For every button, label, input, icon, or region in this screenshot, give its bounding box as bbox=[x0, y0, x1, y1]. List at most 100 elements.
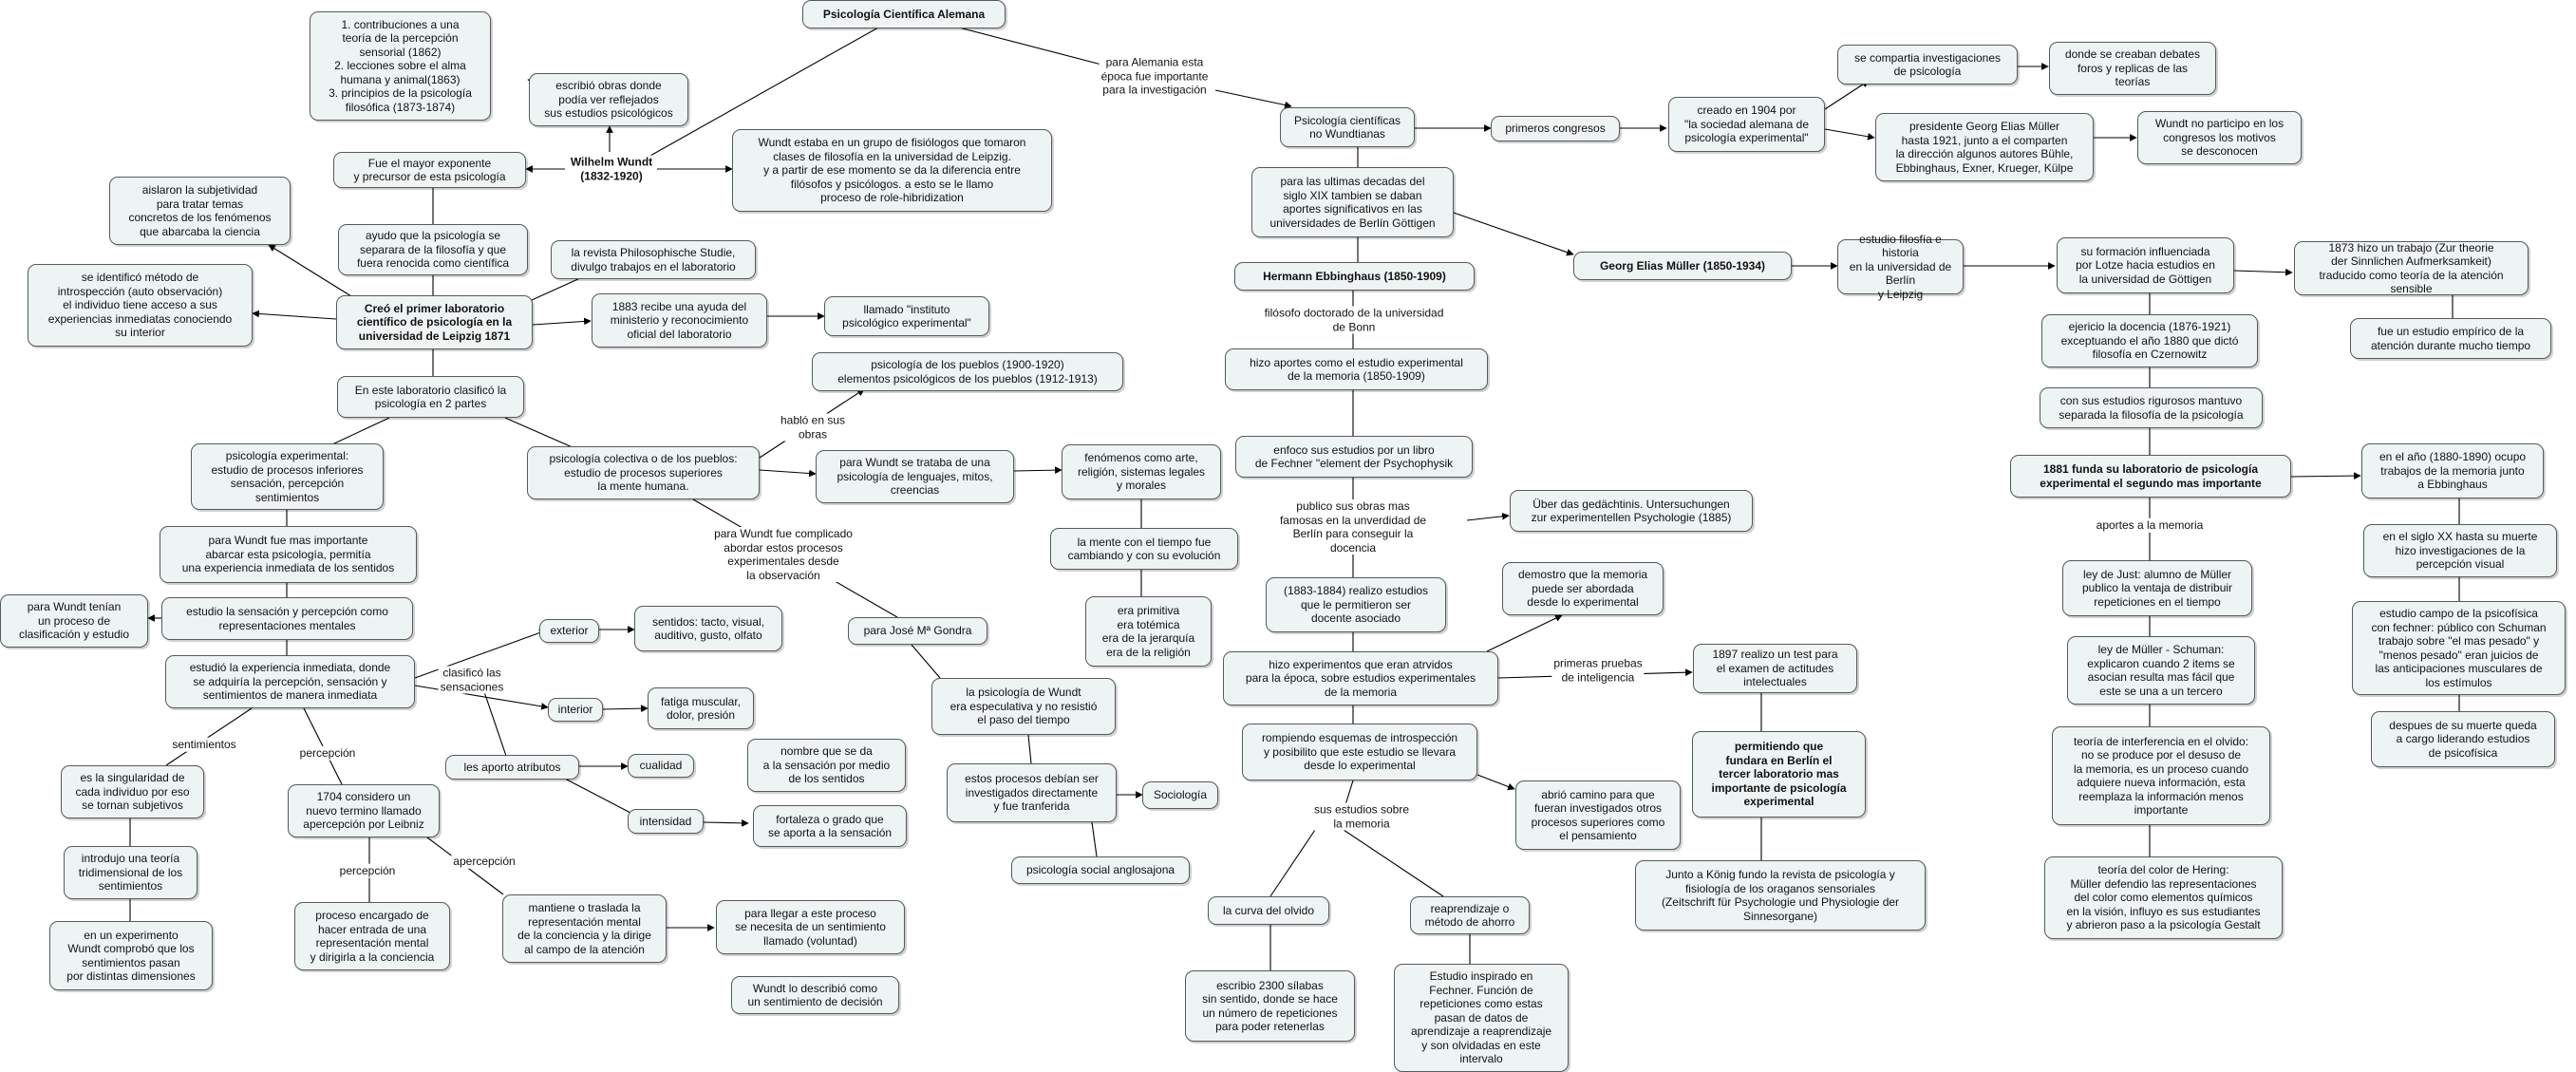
node-trabajo-1873: 1873 hizo un trabajo (Zur theorie der Si… bbox=[2294, 241, 2529, 295]
node-rigurosos: con sus estudios rigurosos mantuvo separ… bbox=[2040, 387, 2263, 428]
node-intensidad-desc: fortaleza o grado que se aporta a la sen… bbox=[753, 805, 907, 847]
node-exterior: exterior bbox=[539, 619, 599, 643]
node-ayudo-separar: ayudo que la psicología se separara de l… bbox=[338, 224, 528, 275]
node-permitiendo-berlin: permitiendo que fundara en Berlín el ter… bbox=[1692, 731, 1866, 818]
node-era-primitiva: era primitiva era totémica era de la jer… bbox=[1085, 596, 1212, 667]
node-ley-muller-schuman: ley de Müller - Schuman: explicaron cuan… bbox=[2067, 636, 2255, 705]
node-psicologia-anglosajona: psicología social anglosajona bbox=[1011, 856, 1190, 884]
link-publico-obras: publico sus obras mas famosas en la unve… bbox=[1277, 499, 1429, 555]
node-jose-gondra: para José Mª Gondra bbox=[848, 617, 987, 645]
link-sentimientos: sentimientos bbox=[170, 737, 238, 752]
node-formacion-lotze: su formación influenciada por Lotze haci… bbox=[2057, 237, 2234, 293]
node-wundt-no-participo: Wundt no participo en los congresos los … bbox=[2137, 111, 2302, 164]
node-rompiendo-esquemas: rompiendo esquemas de introspección y po… bbox=[1242, 724, 1477, 780]
node-revista-philosophische: la revista Philosophische Studie, divulg… bbox=[551, 240, 756, 279]
node-wilhelm-wundt: Wilhelm Wundt (1832-1920) bbox=[568, 155, 655, 183]
node-demostro: demostro que la memoria puede ser aborda… bbox=[1502, 562, 1664, 615]
node-ultimas-decadas: para las ultimas decadas del siglo XIX t… bbox=[1251, 167, 1454, 237]
node-sentimiento-decision: Wundt lo describió como un sentimiento d… bbox=[731, 976, 899, 1014]
node-estudio-empirico: fue un estudio empírico de la atención d… bbox=[2350, 318, 2551, 359]
node-cualidad: cualidad bbox=[628, 754, 694, 778]
node-reaprendizaje: reaprendizaje o método de ahorro bbox=[1410, 896, 1530, 934]
node-enfoco: enfoco sus estudios por un libro de Fech… bbox=[1235, 436, 1473, 478]
node-sentidos: sentidos: tacto, visual, auditivo, gusto… bbox=[634, 606, 782, 651]
node-psicologia-colectiva: psicología colectiva o de los pueblos: e… bbox=[527, 446, 760, 499]
node-docencia: ejericio la docencia (1876-1921) exceptu… bbox=[2041, 314, 2258, 367]
node-teoria-tridimensional: introdujo una teoría tridimensional de l… bbox=[64, 846, 197, 899]
node-primeros-congresos: primeros congresos bbox=[1491, 116, 1620, 141]
node-experimento: en un experimento Wundt comprobó que los… bbox=[49, 921, 213, 990]
node-psicologia-experimental: psicología experimental: estudio de proc… bbox=[191, 443, 384, 510]
node-presidente-muller: presidente Georg Elias Müller hasta 1921… bbox=[1875, 113, 2094, 181]
node-estudio-filosofia: estudio filosfía e historia en la univer… bbox=[1837, 233, 1964, 301]
link-filosofo-bonn: filósofo doctorado de la universidad de … bbox=[1262, 306, 1446, 334]
node-inspirado-fechner: Estudio inspirado en Fechner. Función de… bbox=[1394, 964, 1569, 1072]
node-psicologia-no-wundtianas: Psicología científicas no Wundtianas bbox=[1280, 107, 1415, 147]
node-sociologia: Sociología bbox=[1142, 781, 1218, 809]
node-escribio-obras: escribió obras donde podía ver reflejado… bbox=[529, 73, 688, 126]
node-estudios-1883: (1883-1884) realizo estudios que le perm… bbox=[1266, 577, 1446, 632]
node-debates: donde se creaban debates foros y replica… bbox=[2049, 42, 2216, 95]
node-aporte-atributos: les aporto atributos bbox=[445, 755, 579, 780]
node-experimentos-atrvidos: hizo experimentos que eran atrvidos para… bbox=[1223, 651, 1498, 705]
link-hablo-obras: habló en sus obras bbox=[778, 413, 848, 442]
node-mente-tiempo: la mente con el tiempo fue cambiando y c… bbox=[1050, 528, 1238, 570]
node-especulativa: la psicología de Wundt era especulativa … bbox=[931, 678, 1116, 735]
node-ebbinghaus: Hermann Ebbinghaus (1850-1909) bbox=[1234, 262, 1475, 291]
node-introspeccion: se identificó método de introspección (a… bbox=[28, 264, 253, 347]
node-color-hering: teoría del color de Hering: Müller defen… bbox=[2044, 856, 2283, 939]
node-instituto: llamado "instituto psicológico experimen… bbox=[824, 296, 989, 336]
node-psicologia-lenguajes: para Wundt se trataba de una psicología … bbox=[816, 450, 1014, 503]
node-laboratorio-leipzig: Creó el primer laboratorio científico de… bbox=[336, 295, 533, 349]
node-cualidad-desc: nombre que se da a la sensación por medi… bbox=[747, 739, 906, 792]
node-ley-just: ley de Just: alumno de Müller publico la… bbox=[2062, 560, 2252, 616]
node-curva-olvido: la curva del olvido bbox=[1208, 896, 1329, 925]
node-procesos-debian: estos procesos debían ser investigados d… bbox=[947, 763, 1117, 822]
node-uber-gedachtnis: Über das gedächtinis. Untersuchungen zur… bbox=[1510, 490, 1753, 532]
node-laboratorio-1881: 1881 funda su laboratorio de psicología … bbox=[2010, 455, 2291, 498]
link-complicado: para Wundt fue complicado abordar estos … bbox=[712, 527, 855, 582]
node-singularidad: es la singularidad de cada individuo por… bbox=[61, 765, 204, 818]
node-mantiene: mantiene o traslada la representación me… bbox=[502, 894, 667, 963]
node-grupo-fisiologos: Wundt estaba en un grupo de fisiólogos q… bbox=[732, 129, 1052, 212]
node-muller: Georg Elias Müller (1850-1934) bbox=[1573, 252, 1792, 280]
link-primeras-pruebas: primeras pruebas de inteligencia bbox=[1551, 656, 1645, 685]
node-contribuciones: 1. contribuciones a una teoría de la per… bbox=[310, 11, 491, 121]
title-psicologia-cientifica-alemana: Psicología Científica Alemana bbox=[802, 0, 1006, 28]
node-abrio-camino: abrió camino para que fueran investigado… bbox=[1515, 780, 1681, 850]
node-intensidad: intensidad bbox=[628, 809, 704, 834]
node-estudio-sensacion: estudio la sensación y percepción como r… bbox=[161, 597, 413, 640]
link-sus-estudios-memoria: sus estudios sobre la memoria bbox=[1311, 802, 1412, 831]
link-percepcion: percepción bbox=[297, 745, 358, 761]
node-psicofisica: estudio campo de la psicofísica con fech… bbox=[2352, 601, 2566, 695]
node-psicologia-pueblos: psicología de los pueblos (1900-1920) el… bbox=[812, 352, 1123, 391]
node-aislaron-subjetividad: aislaron la subjetividad para tratar tem… bbox=[109, 177, 291, 245]
node-ayuda-1883: 1883 recibe una ayuda del ministerio y r… bbox=[592, 293, 767, 348]
link-apercepcion: apercepción bbox=[451, 854, 517, 869]
link-clasifico-sensaciones: clasificó las sensaciones bbox=[438, 666, 506, 694]
node-mayor-exponente: Fue el mayor exponente y precursor de es… bbox=[333, 152, 526, 188]
link-aportes-memoria: aportes a la memoria bbox=[2094, 517, 2206, 533]
node-konig: Junto a König fundo la revista de psicol… bbox=[1635, 860, 1926, 931]
node-mas-importante: para Wundt fue mas importante abarcar es… bbox=[160, 526, 417, 583]
node-se-compartia: se compartia investigaciones de psicolog… bbox=[1837, 45, 2018, 85]
node-hizo-aportes: hizo aportes como el estudio experimenta… bbox=[1225, 348, 1488, 390]
node-test-1897: 1897 realizo un test para el examen de a… bbox=[1693, 644, 1857, 693]
node-experiencia-inmediata: estudió la experiencia inmediata, donde … bbox=[165, 655, 415, 708]
node-clasifico-partes: En este laboratorio clasificó la psicolo… bbox=[337, 376, 524, 418]
node-un-proceso: para Wundt tenían un proceso de clasific… bbox=[0, 594, 148, 648]
node-despues-muerte: despues de su muerte queda a cargo lider… bbox=[2371, 711, 2555, 767]
node-para-llegar: para llegar a este proceso se necesita d… bbox=[716, 900, 905, 954]
node-siglo-xx: en el siglo XX hasta su muerte hizo inve… bbox=[2363, 524, 2557, 577]
link-para-alemania: para Alemania esta época fue importante … bbox=[1099, 55, 1211, 97]
node-fenomenos-arte: fenómenos como arte, religión, sistemas … bbox=[1062, 444, 1221, 499]
node-interior: interior bbox=[548, 698, 603, 722]
link-percepcion-2: percepción bbox=[337, 863, 398, 878]
node-fatiga: fatiga muscular, dolor, presión bbox=[648, 687, 754, 729]
node-silabas: escribio 2300 sílabas sin sentido, donde… bbox=[1185, 970, 1355, 1042]
node-anio-1880: en el año (1880-1890) ocupo trabajos de … bbox=[2361, 443, 2544, 498]
node-creado-1904: creado en 1904 por "la sociedad alemana … bbox=[1668, 97, 1825, 152]
node-teoria-interferencia: teoría de interferencia en el olvido: no… bbox=[2052, 726, 2270, 825]
node-apercepcion-1704: 1704 considero un nuevo termino llamado … bbox=[288, 784, 440, 837]
node-proceso-encargado: proceso encargado de hacer entrada de un… bbox=[294, 902, 450, 970]
